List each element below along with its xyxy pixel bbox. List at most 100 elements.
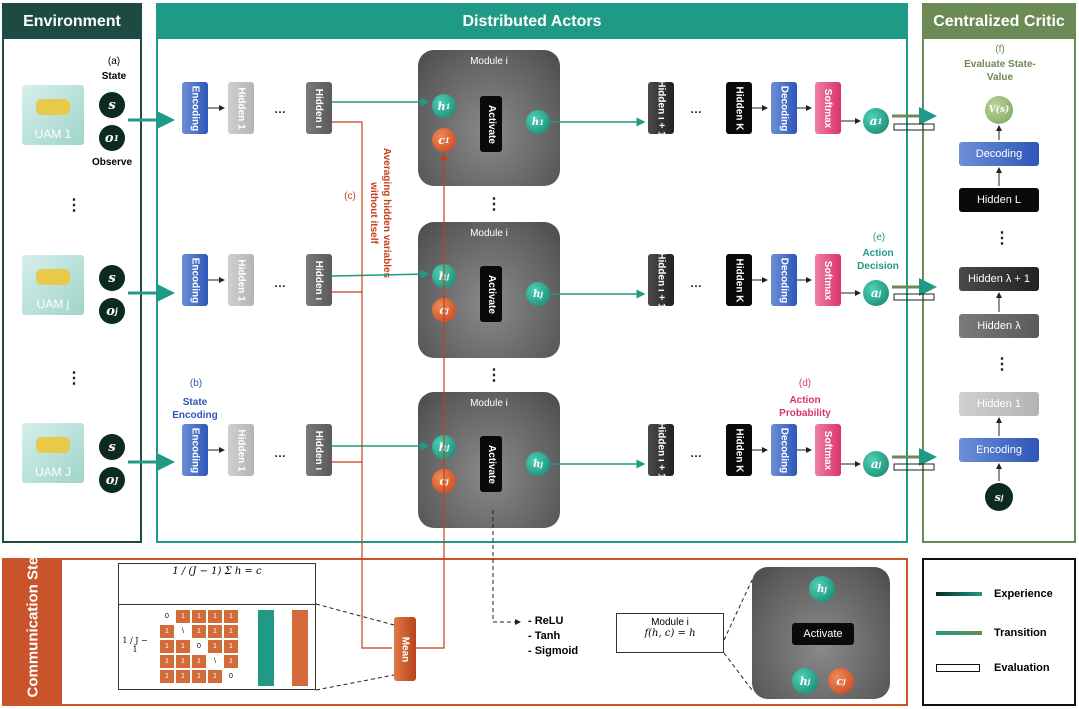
activate-block-j: Activate	[480, 266, 502, 322]
experience-arrow-icon	[936, 592, 982, 596]
hidden1-block-J: Hidden 1	[228, 424, 254, 476]
label-d-text: Action Probability	[779, 395, 831, 419]
hidden-i1-block-1: Hidden ι + 1	[648, 80, 674, 136]
hidden-i-block-j: Hidden ι	[306, 254, 332, 306]
label-a: (a)	[107, 56, 121, 67]
module-formula: f(h, c) = h	[644, 628, 696, 639]
matrix-cell: \	[176, 625, 190, 638]
matrix-cell: 1	[192, 625, 206, 638]
state-node-j: s	[99, 265, 125, 291]
label-b: (b)	[189, 378, 203, 389]
hidden-i-block-J: Hidden ι	[306, 424, 332, 476]
matrix-cell: 1	[160, 640, 174, 653]
matrix-cell: 1	[176, 655, 190, 668]
hidden-K-block-J: Hidden K	[726, 424, 752, 476]
matrix-cell: 1	[208, 670, 222, 683]
ellipsis-Ja: …	[274, 446, 287, 460]
formula-top: 1 / (J − 1) Σ h = c	[172, 566, 262, 577]
matrix-cell: 1	[224, 640, 238, 653]
state-label: State	[101, 71, 127, 82]
actor-dots-2: ⋮	[486, 367, 503, 384]
label-c: (c)	[344, 191, 356, 202]
hidden-K-block-j: Hidden K	[726, 254, 752, 306]
uam-j-icon: UAM j	[22, 255, 84, 325]
communication-title-bar: Communication Step	[4, 547, 62, 704]
matrix-cell: 1	[192, 610, 206, 623]
value-node: V(s)	[985, 96, 1013, 124]
matrix-cell: 1	[224, 625, 238, 638]
ellipsis-ja: …	[274, 276, 287, 290]
actor-dots-1: ⋮	[486, 196, 503, 213]
environment-title: Environment	[4, 5, 140, 39]
formula-box	[118, 563, 316, 690]
legend-box	[922, 558, 1076, 706]
communication-panel	[2, 558, 908, 706]
h-vector	[258, 610, 274, 686]
encoding-block-J: Encoding	[182, 424, 208, 476]
critic-hidden-1: Hidden 1	[959, 392, 1039, 416]
c-vector	[292, 610, 308, 686]
encoding-block-1: Encoding	[182, 82, 208, 134]
matrix-cell: 1	[224, 610, 238, 623]
state-node-J: s	[99, 434, 125, 460]
ellipsis-jb: …	[690, 276, 703, 290]
hidden-i1-block-J: Hidden ι + 1	[648, 422, 674, 478]
matrix-cell: 0	[160, 610, 174, 623]
critic-dots-1: ⋮	[994, 230, 1011, 247]
activation-tanh: - Tanh	[528, 630, 561, 642]
actors-panel: Distributed Actors	[156, 3, 908, 543]
matrix-cell: 1	[176, 610, 190, 623]
critic-hidden-L: Hidden L	[959, 188, 1039, 212]
activate-block-J: Activate	[480, 436, 502, 492]
matrix-cell: 1	[192, 655, 206, 668]
label-e-text: Action Decision	[857, 248, 899, 272]
softmax-block-J: Softmax	[815, 424, 841, 476]
environment-panel: Environment	[2, 3, 142, 543]
env-dots-1: ⋮	[66, 197, 83, 214]
legend-evaluation: Evaluation	[936, 662, 1050, 674]
env-dots-2: ⋮	[66, 370, 83, 387]
matrix-cell: 1	[208, 625, 222, 638]
ellipsis-1b: …	[690, 102, 703, 116]
uam-1-icon: UAM 1	[22, 85, 84, 155]
hidden1-block-j: Hidden 1	[228, 254, 254, 306]
matrix-cell: 1	[160, 670, 174, 683]
decoding-block-j: Decoding	[771, 254, 797, 306]
matrix-cell: 1	[160, 625, 174, 638]
matrix-cell: 1	[176, 640, 190, 653]
decoding-block-J: Decoding	[771, 424, 797, 476]
critic-decoding: Decoding	[959, 142, 1039, 166]
uam-J-icon: UAM J	[22, 423, 84, 493]
label-f-text: Evaluate State-Value	[964, 59, 1036, 83]
critic-panel: Centralized Critic	[922, 3, 1076, 543]
frac-left: 1 / J − 1	[122, 636, 148, 654]
encoding-block-j: Encoding	[182, 254, 208, 306]
critic-title: Centralized Critic	[924, 5, 1074, 39]
matrix-cell: 1	[208, 610, 222, 623]
uam-j-label: UAM j	[36, 297, 70, 311]
detail-activate: Activate	[792, 623, 854, 645]
evaluation-arrow-icon	[936, 664, 980, 672]
transition-arrow-icon	[936, 631, 982, 635]
matrix-cell: 0	[224, 670, 238, 683]
critic-hidden-l: Hidden λ	[959, 314, 1039, 338]
softmax-block-1: Softmax	[815, 82, 841, 134]
module-formula-box: Module i f(h, c) = h	[616, 613, 724, 653]
actors-title: Distributed Actors	[158, 5, 906, 39]
legend-experience: Experience	[936, 588, 1053, 600]
hidden-K-block-1: Hidden K	[726, 82, 752, 134]
activation-relu: - ReLU	[528, 615, 564, 627]
activation-sigmoid: - Sigmoid	[528, 645, 579, 657]
ellipsis-Jb: …	[690, 446, 703, 460]
ellipsis-1a: …	[274, 102, 287, 116]
